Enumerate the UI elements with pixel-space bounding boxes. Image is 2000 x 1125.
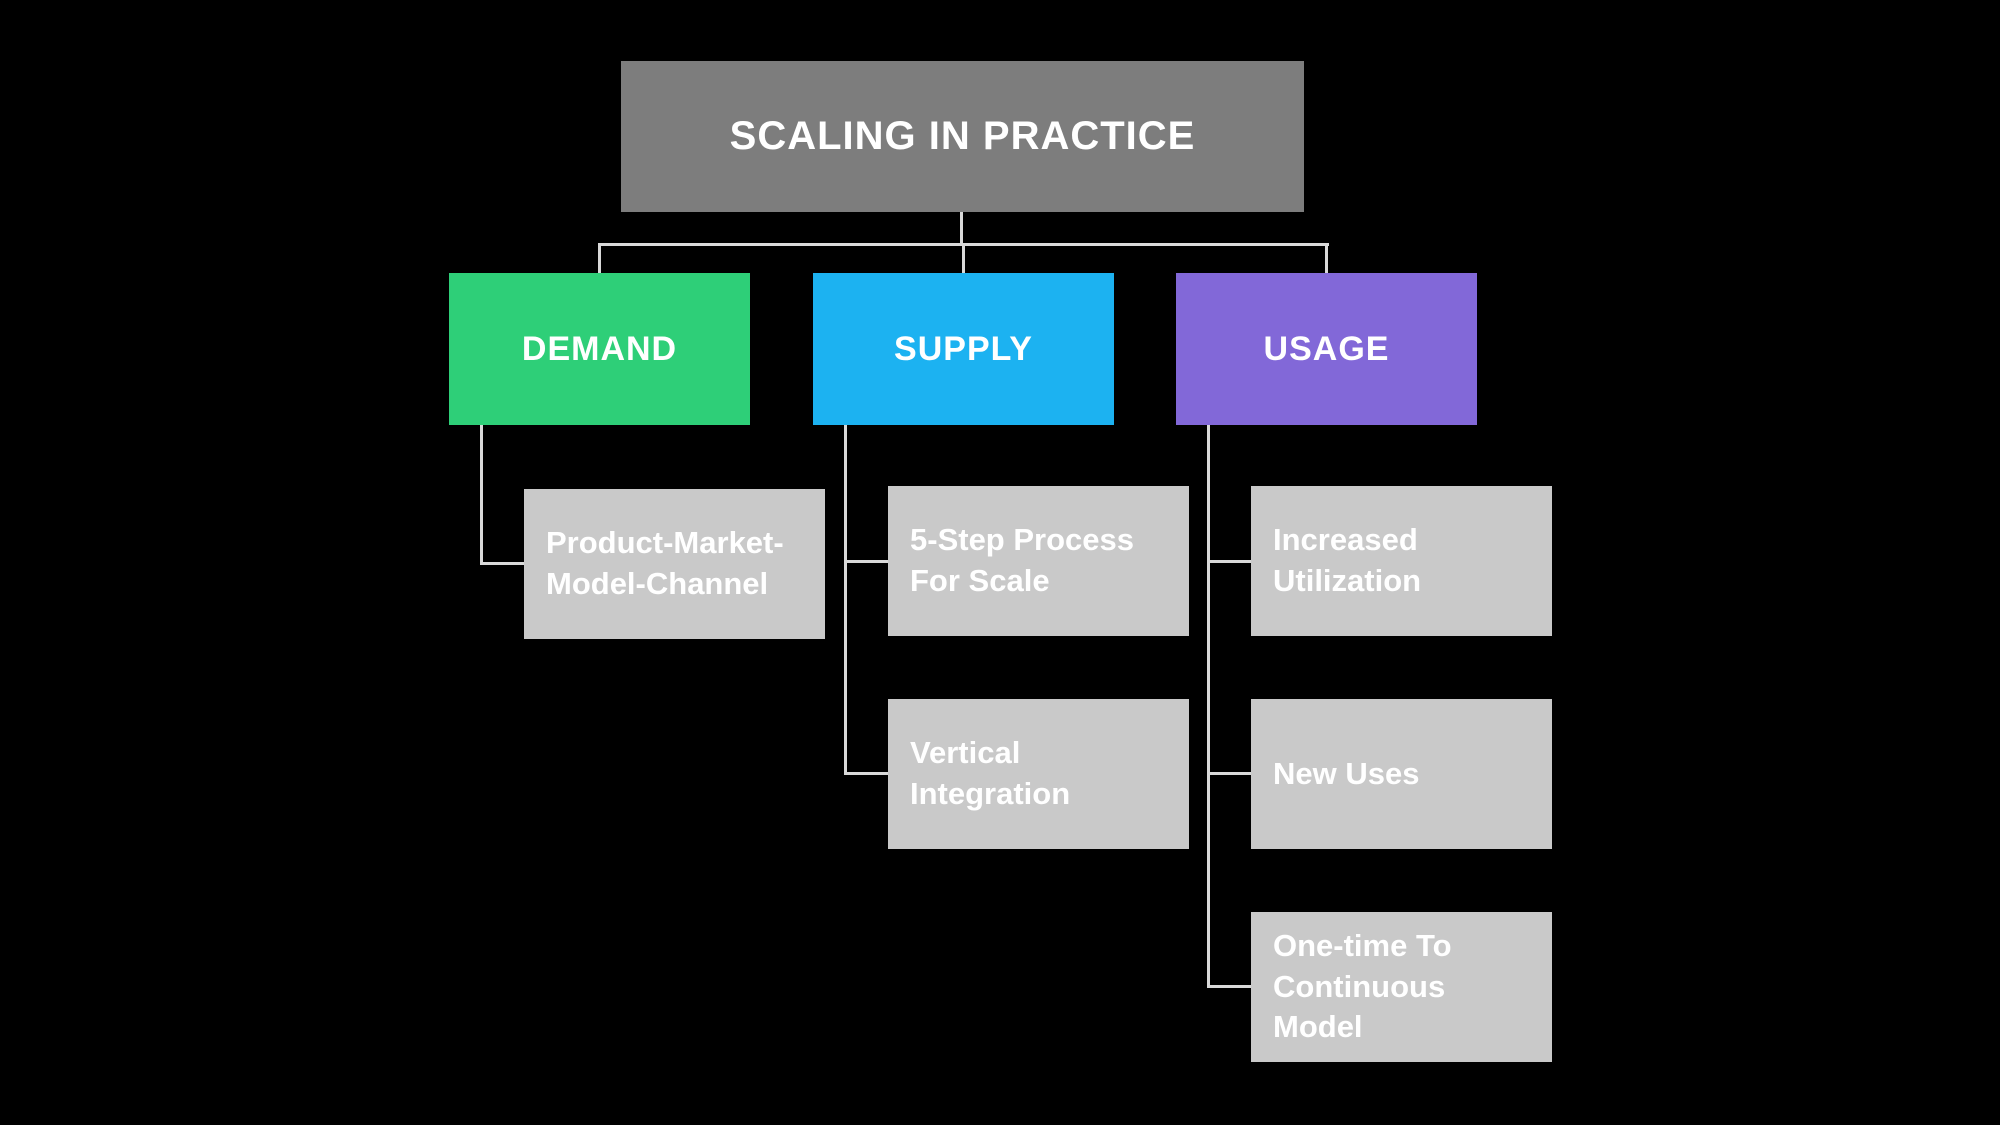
branch-node-demand: DEMAND <box>449 273 750 425</box>
leaf-label: New Uses <box>1273 755 1420 791</box>
branch-node-usage: USAGE <box>1176 273 1477 425</box>
leaf-label: One-time To Continuous Model <box>1273 927 1452 1045</box>
connector-usage-vertical <box>1207 425 1210 988</box>
branch-demand-label: DEMAND <box>521 329 678 368</box>
connector-demand-stub-1 <box>480 562 524 565</box>
connector-root-vertical <box>960 212 963 246</box>
connector-demand-vertical <box>480 425 483 565</box>
branch-node-supply: SUPPLY <box>813 273 1114 425</box>
branch-usage-label: USAGE <box>1263 329 1390 368</box>
leaf-node-increased-utilization: Increased Utilization <box>1251 486 1552 636</box>
root-node: SCALING IN PRACTICE <box>621 61 1304 212</box>
leaf-label: Increased Utilization <box>1273 522 1422 598</box>
connector-drop-supply <box>962 243 965 273</box>
branch-supply-label: SUPPLY <box>894 329 1033 368</box>
leaf-node-one-time-to-continuous-model: One-time To Continuous Model <box>1251 912 1552 1062</box>
connector-drop-usage <box>1325 243 1328 273</box>
leaf-label: Vertical Integration <box>910 735 1071 811</box>
connector-drop-demand <box>598 243 601 273</box>
connector-supply-vertical <box>844 425 847 775</box>
connector-supply-stub-2 <box>844 772 888 775</box>
leaf-node-vertical-integration: Vertical Integration <box>888 699 1189 849</box>
leaf-label: 5-Step Process For Scale <box>910 522 1134 598</box>
connector-usage-stub-3 <box>1207 985 1251 988</box>
root-node-label: SCALING IN PRACTICE <box>729 114 1196 158</box>
leaf-node-product-market-model-channel: Product-Market-Model-Channel <box>524 489 825 639</box>
connector-usage-stub-2 <box>1207 772 1251 775</box>
leaf-label: Product-Market-Model-Channel <box>546 525 784 601</box>
connector-supply-stub-1 <box>844 560 888 563</box>
leaf-node-5-step-process: 5-Step Process For Scale <box>888 486 1189 636</box>
connector-usage-stub-1 <box>1207 560 1251 563</box>
leaf-node-new-uses: New Uses <box>1251 699 1552 849</box>
